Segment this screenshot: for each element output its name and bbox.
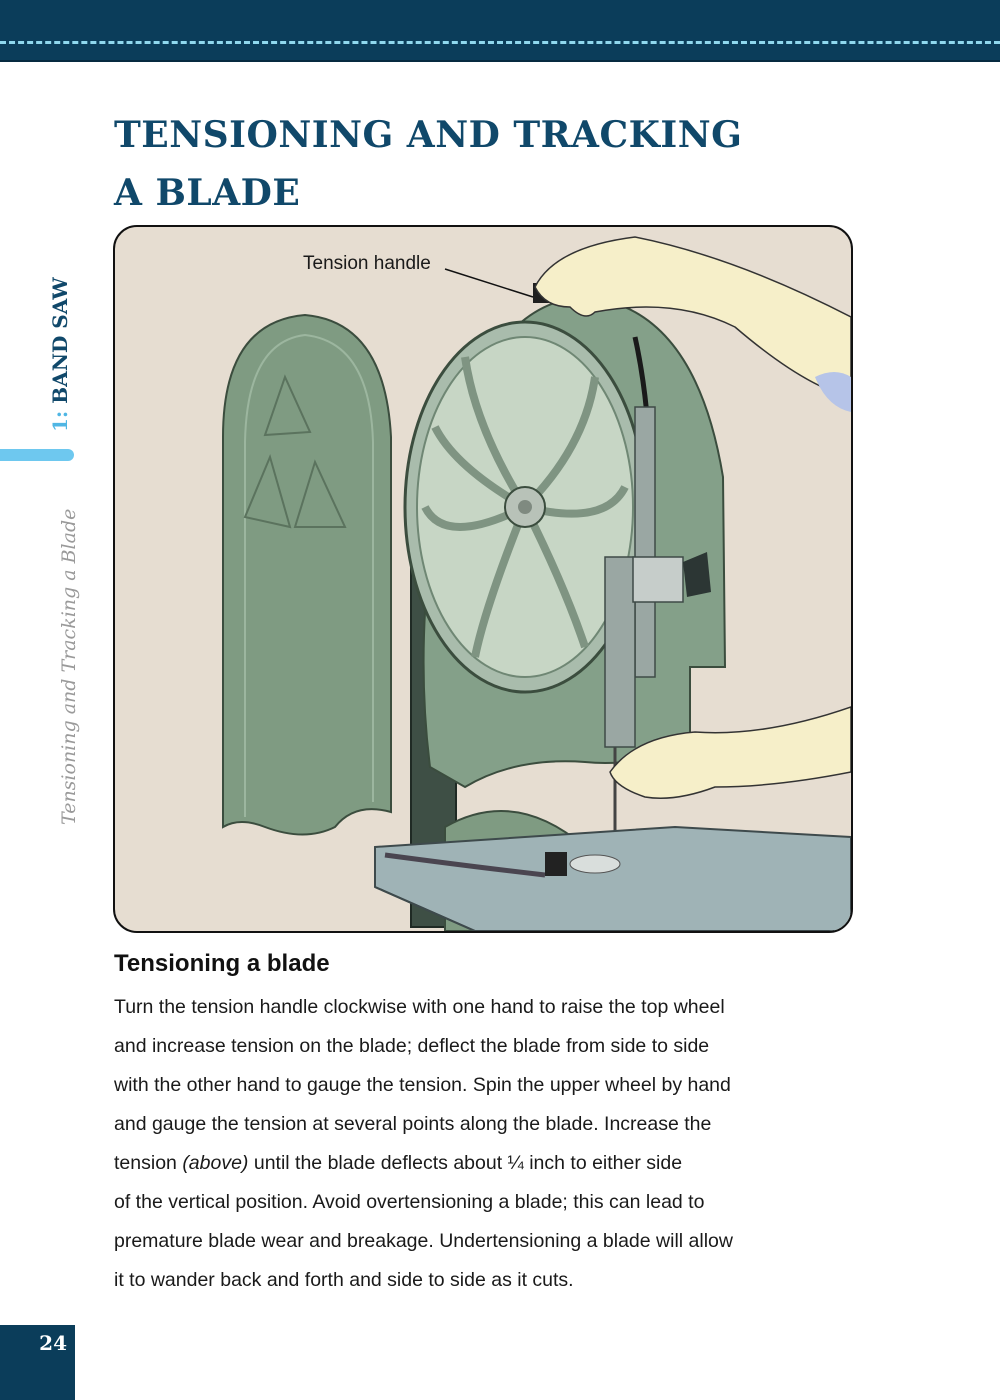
body-line: and increase tension on the blade; defle… (114, 1035, 710, 1057)
page-number-box: 24 (0, 1325, 75, 1400)
body-line: premature blade wear and breakage. Under… (114, 1230, 733, 1252)
body-text-segment: until the blade deflects about ¼ inch to… (248, 1152, 683, 1174)
body-text-segment: tension (114, 1152, 183, 1174)
band-saw-illustration: Tension handle (113, 225, 853, 933)
header-edge (0, 60, 1000, 62)
section-heading: Tensioning a blade (114, 950, 330, 977)
stitch-line (0, 41, 1000, 44)
side-tab-marker (0, 449, 74, 461)
side-tab-chapter: 1: BAND SAW (48, 277, 72, 432)
page-number: 24 (39, 1331, 67, 1355)
body-line: with the other hand to gauge the tension… (114, 1074, 731, 1096)
body-line: it to wander back and forth and side to … (114, 1269, 574, 1291)
body-line: tension (above) until the blade deflects… (114, 1144, 854, 1183)
body-paragraph: Turn the tension handle clockwise with o… (114, 988, 854, 1300)
body-line: of the vertical position. Avoid overtens… (114, 1191, 705, 1213)
page-title: TENSIONING AND TRACKING A BLADE (114, 106, 814, 222)
body-line: Turn the tension handle clockwise with o… (114, 996, 725, 1018)
tension-handle-callout: Tension handle (303, 253, 431, 274)
side-tab-section: Tensioning and Tracking a Blade (58, 508, 80, 825)
chapter-name: BAND SAW (48, 277, 72, 404)
header-band (0, 0, 1000, 62)
chapter-number: 1: (48, 410, 72, 432)
page-title-line2: A BLADE (114, 172, 301, 214)
body-line: and gauge the tension at several points … (114, 1113, 712, 1135)
page-title-line1: TENSIONING AND TRACKING (114, 114, 743, 156)
figure-reference: (above) (182, 1152, 249, 1174)
band-saw-drawing (222, 236, 851, 931)
